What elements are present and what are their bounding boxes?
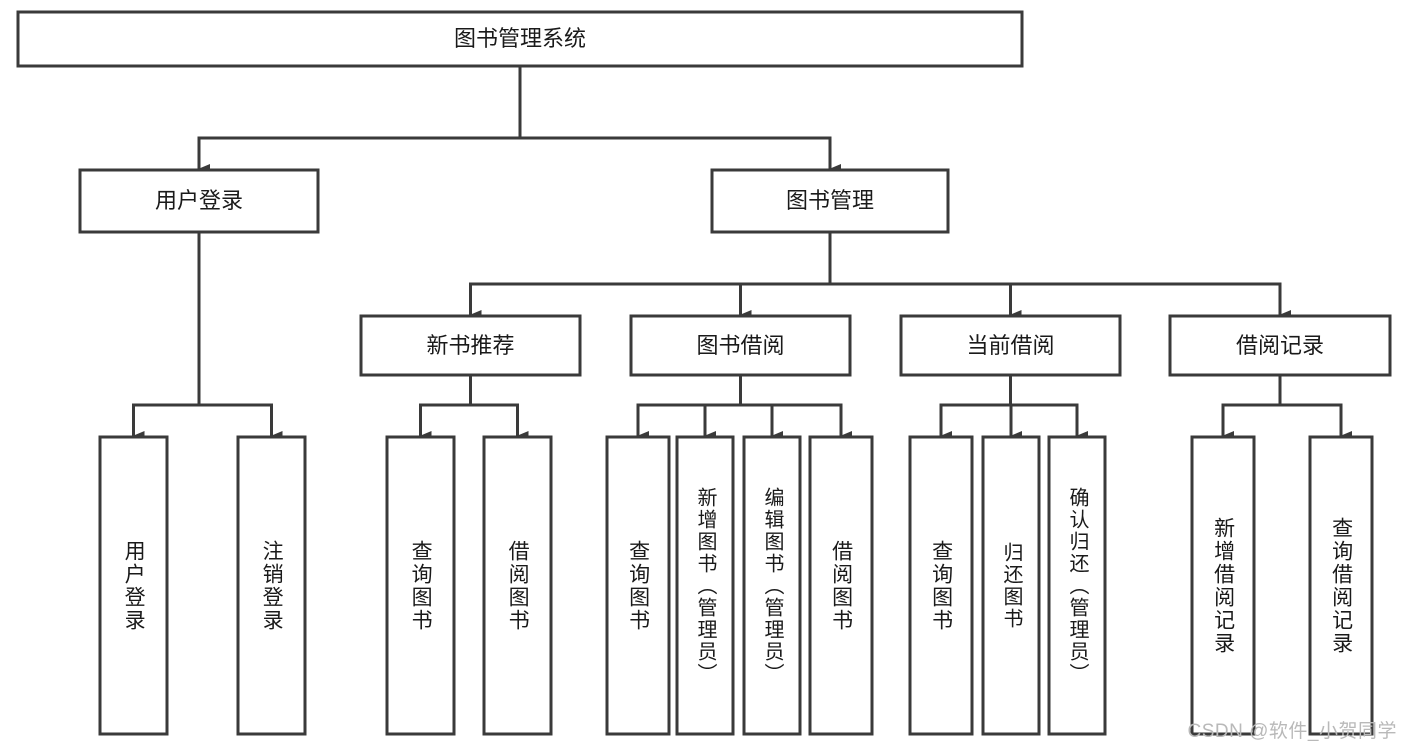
node-box-current-borrow[interactable]: [899, 314, 1122, 377]
node-box-leaf-return-book[interactable]: [981, 435, 1041, 736]
node-layer: [16, 10, 1392, 736]
node-box-book-borrow[interactable]: [629, 314, 852, 377]
edge-layer: [132, 64, 1352, 441]
node-box-leaf-edit-book[interactable]: [742, 435, 802, 736]
node-box-new-book-rec[interactable]: [359, 314, 582, 377]
node-box-leaf-user-logout[interactable]: [236, 435, 307, 736]
node-box-root[interactable]: [16, 10, 1024, 68]
node-box-leaf-query-book-2[interactable]: [605, 435, 671, 736]
node-box-leaf-user-login[interactable]: [98, 435, 169, 736]
node-box-leaf-borrow-book-2[interactable]: [808, 435, 874, 736]
node-box-leaf-query-book-3[interactable]: [908, 435, 974, 736]
node-box-leaf-query-record[interactable]: [1308, 435, 1374, 736]
node-box-borrow-record[interactable]: [1168, 314, 1392, 377]
node-box-book-manage[interactable]: [710, 168, 950, 234]
node-box-leaf-add-book[interactable]: [675, 435, 735, 736]
node-box-user-login[interactable]: [78, 168, 320, 234]
node-box-leaf-add-record[interactable]: [1190, 435, 1256, 736]
watermark-text: CSDN @软件_小贺同学: [1187, 721, 1397, 742]
node-box-leaf-borrow-book-1[interactable]: [482, 435, 553, 736]
node-box-leaf-query-book-1[interactable]: [385, 435, 456, 736]
node-box-leaf-confirm-return[interactable]: [1047, 435, 1107, 736]
